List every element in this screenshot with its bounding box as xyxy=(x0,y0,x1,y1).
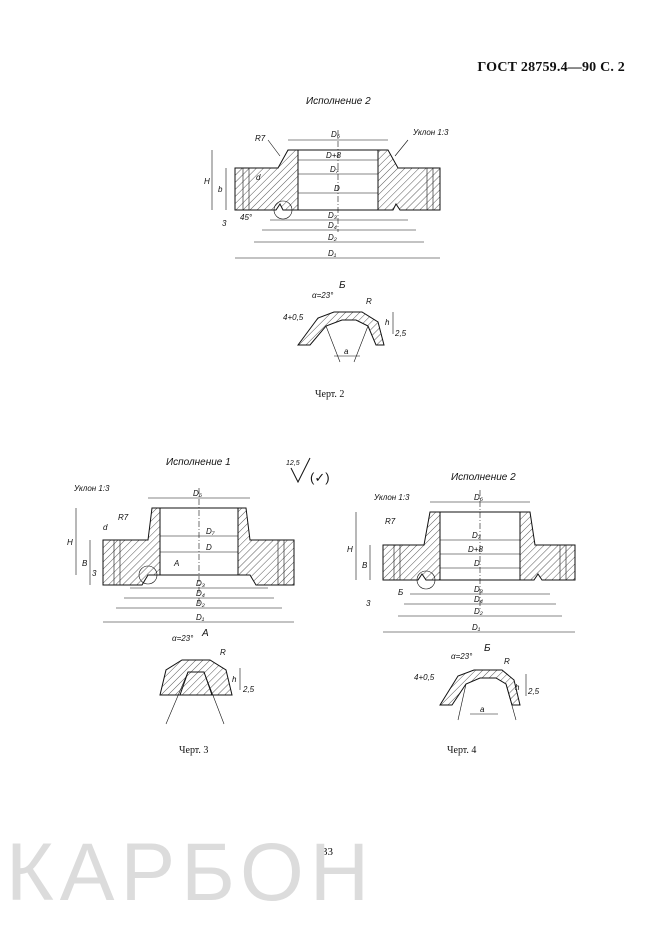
chert2-label-d7: D₇ xyxy=(330,165,340,174)
chert4-label-dp8: D+8 xyxy=(468,545,483,554)
chert2-right-section xyxy=(377,149,441,211)
chert2-label-dp8: D+8 xyxy=(326,151,341,160)
chert4-drawing: Уклон 1:3 R7 D₆ D₇ D+8 D D₃ D₄ D₂ D₁ H B… xyxy=(347,490,576,633)
detail-b-top-h: h xyxy=(385,318,390,327)
detail-b-top-a: a xyxy=(344,347,349,356)
detail-a-section xyxy=(159,659,233,696)
chert4-label-d4: D₄ xyxy=(474,595,483,604)
page-number: 33 xyxy=(322,846,333,858)
chert3-label-slope: Уклон 1:3 xyxy=(73,484,110,493)
chert3-label-h: H xyxy=(67,538,73,547)
chert3-caption: Черт. 3 xyxy=(179,745,209,756)
chert3-label-d: D xyxy=(206,543,212,552)
chert2-label-angle: 45° xyxy=(240,213,253,222)
chert2-label-d6: D₆ xyxy=(331,130,341,139)
chert2-label-h: H xyxy=(204,177,210,186)
chert3-drawing: Уклон 1:3 R7 d D₆ D₇ D A D₃ D₄ D₂ D₁ H B… xyxy=(67,484,295,623)
detail-a-r: R xyxy=(220,648,226,657)
chert4-label-d1: D₁ xyxy=(472,623,481,632)
chert2-label-d2: D₂ xyxy=(328,233,337,242)
detail-a-rough: 2,5 xyxy=(242,685,255,694)
chert2-left-section xyxy=(234,149,299,211)
chert2-label-d1: D₁ xyxy=(328,249,337,258)
chert3-variant-label: Исполнение 1 xyxy=(166,457,231,468)
detail-b-top-r: R xyxy=(366,297,372,306)
chert4-label-d: D xyxy=(474,559,480,568)
chert2-label-small-d: d xyxy=(256,173,261,182)
detail-b-bottom-a: a xyxy=(480,705,485,714)
chert4-label-h: H xyxy=(347,545,353,554)
detail-b-top-rough: 2,5 xyxy=(394,329,407,338)
chert3-left-section xyxy=(102,507,161,586)
detail-b-bottom-r: R xyxy=(504,657,510,666)
chert2-caption: Черт. 2 xyxy=(315,389,345,400)
chert4-label-d6: D₆ xyxy=(474,493,484,502)
chert2-label-d4: D₄ xyxy=(328,221,337,230)
detail-a: A α=23° R h 2,5 xyxy=(159,628,255,725)
chert3-label-d6: D₆ xyxy=(193,489,203,498)
watermark: КАРБОН xyxy=(6,827,376,918)
chert2-variant-label: Исполнение 2 xyxy=(306,96,371,107)
chert2-label-three: 3 xyxy=(222,219,227,228)
detail-a-alpha: α=23° xyxy=(172,634,194,643)
document-header: ГОСТ 28759.4—90 С. 2 xyxy=(477,60,625,75)
roughness-check-icon xyxy=(290,457,311,484)
chert3-label-d4: D₄ xyxy=(196,589,205,598)
chert4-label-d7: D₇ xyxy=(472,531,482,540)
detail-b-top-section xyxy=(297,311,385,346)
roughness-note: (✓) xyxy=(310,470,330,485)
chert2-label-r7: R7 xyxy=(255,134,266,143)
chert2-label-d3: D₃ xyxy=(328,211,337,220)
chert3-right-section xyxy=(237,507,295,586)
chert2-label-d: D xyxy=(334,184,340,193)
detail-b-bottom-rough: 2,5 xyxy=(527,687,540,696)
chert4-variant-label: Исполнение 2 xyxy=(451,472,516,483)
chert4-left-section xyxy=(382,511,441,581)
detail-b-bottom-h: h xyxy=(515,683,520,692)
chert3-label-d2: D₂ xyxy=(196,599,205,608)
chert4-label-three: 3 xyxy=(366,599,371,608)
chert4-label-r7: R7 xyxy=(385,517,396,526)
chert3-label-r7: R7 xyxy=(118,513,129,522)
chert4-right-section xyxy=(519,511,576,581)
chert4-label-b-mark: Б xyxy=(398,588,403,597)
chert4-label-d3: D₃ xyxy=(474,585,483,594)
detail-a-name: A xyxy=(201,628,209,639)
chert2-drawing: R7 Уклон 1:3 D₆ D+8 D₇ D D₃ D₄ D₂ D₁ H b… xyxy=(204,128,449,259)
chert3-label-d7: D₇ xyxy=(206,527,216,536)
detail-b-bottom-name: Б xyxy=(484,643,491,654)
detail-b-top-depth: 4+0,5 xyxy=(283,313,304,322)
chert3-label-d3: D₃ xyxy=(196,579,205,588)
detail-b-bottom-depth: 4+0,5 xyxy=(414,673,435,682)
detail-a-h: h xyxy=(232,675,237,684)
detail-b-top-name: Б xyxy=(339,280,346,291)
detail-b-bottom-section xyxy=(439,669,521,706)
chert4-label-slope: Уклон 1:3 xyxy=(373,493,410,502)
chert3-label-a-mark: A xyxy=(173,559,179,568)
detail-b-bottom: Б α=23° R 4+0,5 a h 2,5 xyxy=(414,643,540,721)
roughness-mark: 12,5 (✓) xyxy=(286,457,330,485)
chert3-label-b: B xyxy=(82,559,88,568)
chert2-label-b: b xyxy=(218,185,223,194)
chert4-label-b: B xyxy=(362,561,368,570)
chert4-label-d2: D₂ xyxy=(474,607,483,616)
chert3-label-three: 3 xyxy=(92,569,97,578)
chert2-label-slope: Уклон 1:3 xyxy=(412,128,449,137)
roughness-value: 12,5 xyxy=(286,460,300,467)
chert4-caption: Черт. 4 xyxy=(447,745,477,756)
chert3-label-d1: D₁ xyxy=(196,613,205,622)
detail-b-bottom-alpha: α=23° xyxy=(451,652,473,661)
chert3-label-small-d: d xyxy=(103,523,108,532)
detail-b-top: Б α=23° R 4+0,5 a h 2,5 xyxy=(283,280,407,363)
detail-b-top-alpha: α=23° xyxy=(312,291,334,300)
